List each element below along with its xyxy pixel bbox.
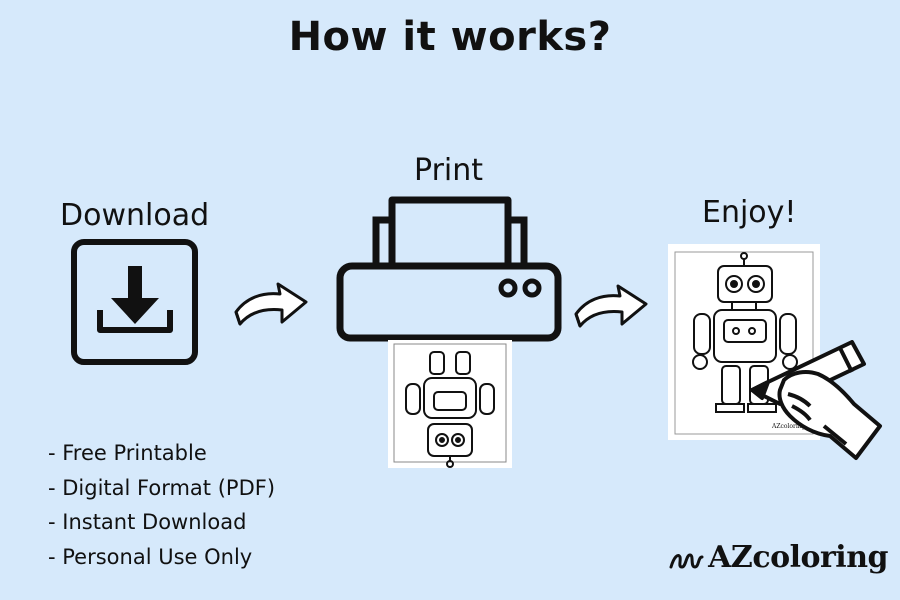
- feature-item: - Free Printable: [48, 441, 207, 465]
- brand-name: AZcoloring: [708, 540, 888, 575]
- printer-icon: [336, 196, 562, 342]
- download-icon: [71, 239, 198, 365]
- step-download-label: Download: [60, 198, 210, 233]
- brand-logo[interactable]: AZcoloring: [668, 540, 888, 575]
- feature-item: - Personal Use Only: [48, 544, 253, 569]
- hand-pencil-icon: [750, 340, 882, 460]
- arrow-right-icon: [234, 282, 308, 326]
- scribble-icon: [669, 552, 704, 569]
- printed-page-image: [388, 340, 512, 468]
- feature-item: - Instant Download: [48, 510, 247, 534]
- svg-text:AZcoloring: AZcoloring: [771, 423, 806, 430]
- feature-item: - Digital Format (PDF): [48, 475, 276, 500]
- page-title: How it works?: [288, 14, 612, 60]
- step-enjoy-label: Enjoy!: [702, 195, 797, 230]
- arrow-right-icon: [574, 284, 648, 328]
- features-list: - Free Printable - Digital Format (PDF) …: [48, 436, 275, 574]
- step-print-label: Print: [414, 153, 484, 188]
